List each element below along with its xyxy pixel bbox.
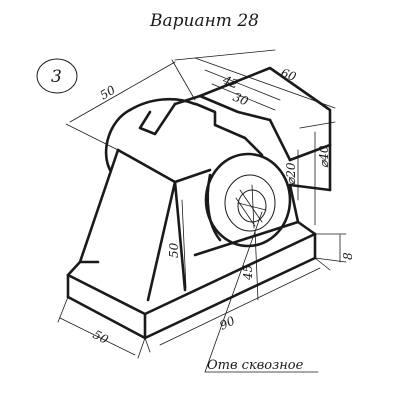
ext-line-base-50-a bbox=[57, 296, 69, 323]
label-top-50: 50 bbox=[98, 83, 119, 103]
base-plate bbox=[66, 220, 317, 340]
slot-top-edges bbox=[173, 94, 272, 122]
body-top-front-edge bbox=[116, 148, 177, 184]
cylinder-top-inner bbox=[243, 136, 264, 157]
bore-hole-outer bbox=[224, 174, 276, 232]
ext-line-60 bbox=[174, 49, 276, 61]
cylinder-rear-edge bbox=[206, 173, 222, 242]
ext-line-top-50-b bbox=[171, 59, 196, 101]
label-front-50: 50 bbox=[167, 242, 181, 258]
bore-centre-line-h bbox=[237, 202, 267, 211]
label-d40: ⌀40 bbox=[317, 145, 331, 168]
bore-hatch-1 bbox=[239, 189, 263, 223]
dimension-labels: 50 42 30 60 ⌀20 ⌀40 50 8 45 90 50 bbox=[91, 66, 355, 347]
label-d20: ⌀20 bbox=[284, 162, 298, 185]
badge-circle bbox=[36, 58, 78, 94]
label-45: 45 bbox=[241, 265, 255, 281]
label-60: 60 bbox=[279, 66, 298, 85]
ext-line-top-50-a bbox=[65, 123, 119, 151]
base-bottom-edges bbox=[66, 256, 317, 340]
label-30: 30 bbox=[231, 90, 251, 109]
badge-number: 3 bbox=[51, 67, 62, 87]
dim-line-front-50 bbox=[181, 199, 187, 289]
label-42: 42 bbox=[220, 72, 240, 91]
slot-step bbox=[194, 102, 247, 140]
dim-line-90 bbox=[159, 267, 321, 346]
dim-line-45 bbox=[254, 229, 259, 301]
dim-line-30 bbox=[211, 83, 276, 111]
ext-line-8-bottom bbox=[314, 257, 347, 263]
bore-centre-line-v bbox=[251, 184, 255, 229]
cylinder-top-tangent bbox=[268, 118, 292, 162]
dim-line-42 bbox=[204, 69, 281, 101]
cylinder-front-face bbox=[204, 152, 292, 248]
dim-line-top-50 bbox=[69, 61, 176, 123]
base-top-right-edge bbox=[296, 220, 317, 236]
rear-block-bottom bbox=[288, 183, 332, 192]
rear-boss-top-arc bbox=[128, 97, 197, 112]
ext-line-90-a bbox=[144, 337, 151, 353]
rear-block bbox=[198, 66, 332, 192]
body-top-right-edge bbox=[173, 168, 212, 184]
base-top-left-edge bbox=[66, 260, 100, 277]
rear-block-top bbox=[198, 66, 332, 192]
ext-line-90-b bbox=[314, 257, 331, 271]
body-right-edge bbox=[288, 183, 300, 224]
label-base-50: 50 bbox=[91, 327, 111, 347]
rear-block-mid bbox=[288, 143, 332, 162]
variant-number-badge: 3 bbox=[36, 58, 78, 94]
dimension-lines bbox=[57, 49, 347, 373]
bore-hatch-2 bbox=[235, 197, 256, 227]
note-leader-line bbox=[204, 211, 319, 373]
drawing-title: Вариант 28 bbox=[149, 11, 259, 31]
body-side-edge bbox=[173, 180, 187, 292]
label-8: 8 bbox=[341, 252, 355, 260]
dim-line-60 bbox=[194, 57, 336, 109]
ext-line-base-50-b bbox=[137, 337, 146, 359]
through-hole-note: Отв сквозное bbox=[207, 358, 304, 373]
rear-boss bbox=[104, 94, 272, 172]
label-90: 90 bbox=[217, 313, 237, 332]
slot-left-cut bbox=[138, 102, 177, 136]
body-front-slant bbox=[146, 180, 177, 302]
front-cylinder bbox=[204, 118, 292, 248]
body-left-slant bbox=[78, 148, 120, 264]
dim-line-base-50 bbox=[59, 317, 136, 356]
rear-boss-arc bbox=[104, 108, 132, 172]
bore-hole-inner bbox=[237, 189, 267, 223]
ext-line-d40-top bbox=[299, 121, 336, 129]
